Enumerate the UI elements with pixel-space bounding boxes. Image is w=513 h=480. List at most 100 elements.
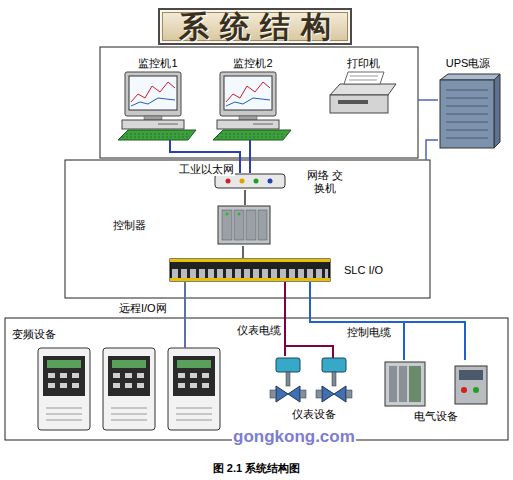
network-switch <box>240 179 245 184</box>
ups-cabinet <box>446 138 488 139</box>
network-switch <box>254 179 259 184</box>
controller-plc <box>238 213 241 216</box>
electrical-panel <box>385 362 425 406</box>
region-box <box>100 47 418 158</box>
node-label: 监控机1 <box>138 57 177 70</box>
node-label: 电气设备 <box>414 410 458 423</box>
title-frame: 系统结构 <box>158 8 352 45</box>
electrical-panel <box>461 387 467 393</box>
cable-connector <box>284 282 286 356</box>
electrical-panel <box>399 366 407 402</box>
controller-plc <box>222 210 232 240</box>
ups-wire <box>418 100 438 160</box>
printer-icon <box>344 72 384 84</box>
electrical-node: 电气设备 <box>383 360 489 408</box>
valve-instrument <box>270 358 306 402</box>
ups-cabinet <box>446 106 488 107</box>
cable-connector <box>249 140 251 173</box>
slc-io-rack <box>170 278 330 281</box>
monitor-pc <box>213 72 291 140</box>
controller-plc <box>218 206 270 244</box>
electrical-panel <box>389 366 397 402</box>
ups-cabinet <box>446 130 488 131</box>
electrical-panel <box>473 387 479 393</box>
ups-cabinet <box>446 122 488 123</box>
printer-icon <box>330 84 396 95</box>
monitor-node: 监控机1 <box>118 72 198 140</box>
node-label: 打印机 <box>347 57 380 70</box>
network-switch <box>268 179 273 184</box>
slc-io-rack <box>170 259 330 262</box>
vfd-drive <box>168 348 220 430</box>
printer-icon <box>330 95 388 113</box>
branch-wire <box>403 322 405 360</box>
figure-caption: 图 2.1 系统结构图 <box>213 462 300 474</box>
vfd-drive <box>168 348 220 430</box>
electrical-panel <box>385 362 425 406</box>
cable-connector <box>242 246 244 258</box>
node-label: 监控机2 <box>233 57 272 70</box>
monitor-node: 监控机2 <box>213 72 293 140</box>
ups-cabinet <box>440 80 494 148</box>
instrument-node: 仪表设备 <box>270 356 358 406</box>
caption-area: 图 2.1 系统结构图 <box>0 458 513 476</box>
branch-wire <box>285 322 404 360</box>
ups-node: UPS电源 <box>438 72 498 150</box>
ups-cabinet <box>446 98 488 99</box>
electrical-panel <box>455 366 487 404</box>
ups-wire <box>426 140 438 160</box>
vfd-drive <box>38 348 90 430</box>
controller-plc <box>258 210 267 240</box>
printer-icon <box>349 80 377 81</box>
valve-instrument <box>270 358 306 402</box>
cable-connector <box>184 282 186 348</box>
printer-icon <box>330 72 396 113</box>
electrical-panel <box>459 370 483 380</box>
ups-cabinet <box>440 74 500 80</box>
network-switch <box>215 174 285 188</box>
network-switch <box>215 174 285 188</box>
ups-cabinet <box>440 74 500 148</box>
slc-io-rack <box>172 259 328 281</box>
printer-icon <box>350 76 378 77</box>
printer-icon <box>338 100 368 104</box>
node-label: 网络 交换机 <box>305 169 345 195</box>
io-rack-node: SLC I/O <box>170 258 330 282</box>
valve-instrument <box>316 358 352 402</box>
network-switch <box>226 179 231 184</box>
controller-node: 控制器 <box>216 205 272 246</box>
electrical-panel <box>409 366 421 402</box>
controller-plc <box>226 213 229 216</box>
cable-label: 仪表电缆 <box>236 324 282 337</box>
ups-cabinet <box>446 90 488 91</box>
node-label: 变频设备 <box>12 328 56 341</box>
ups-wire <box>418 99 438 101</box>
region-box <box>65 160 430 298</box>
ups-cabinet <box>446 114 488 115</box>
controller-plc <box>218 206 270 244</box>
slc-io-rack <box>170 259 330 281</box>
cable-connector <box>244 190 246 205</box>
cable-label: 控制电缆 <box>346 326 392 339</box>
vfd-group-node: 变频设备 <box>38 348 230 432</box>
slc-io-rack <box>170 259 330 281</box>
vfd-drive <box>38 348 90 430</box>
controller-plc <box>246 210 256 240</box>
cable-connector <box>310 282 465 360</box>
printer-node: 打印机 <box>328 72 398 117</box>
vfd-drive <box>103 348 155 430</box>
watermark: gongkong.com <box>232 427 356 446</box>
monitor-pc <box>118 72 196 140</box>
node-label: 控制器 <box>113 219 146 232</box>
ups-cabinet <box>494 74 500 148</box>
network-label: 工业以太网 <box>178 163 235 176</box>
node-label: 仪表设备 <box>292 408 336 421</box>
node-label: SLC I/O <box>344 264 383 277</box>
vfd-drive <box>103 348 155 430</box>
cable-label: 远程I/O网 <box>118 302 168 315</box>
electrical-panel <box>455 366 487 404</box>
branch-wire <box>285 346 333 358</box>
